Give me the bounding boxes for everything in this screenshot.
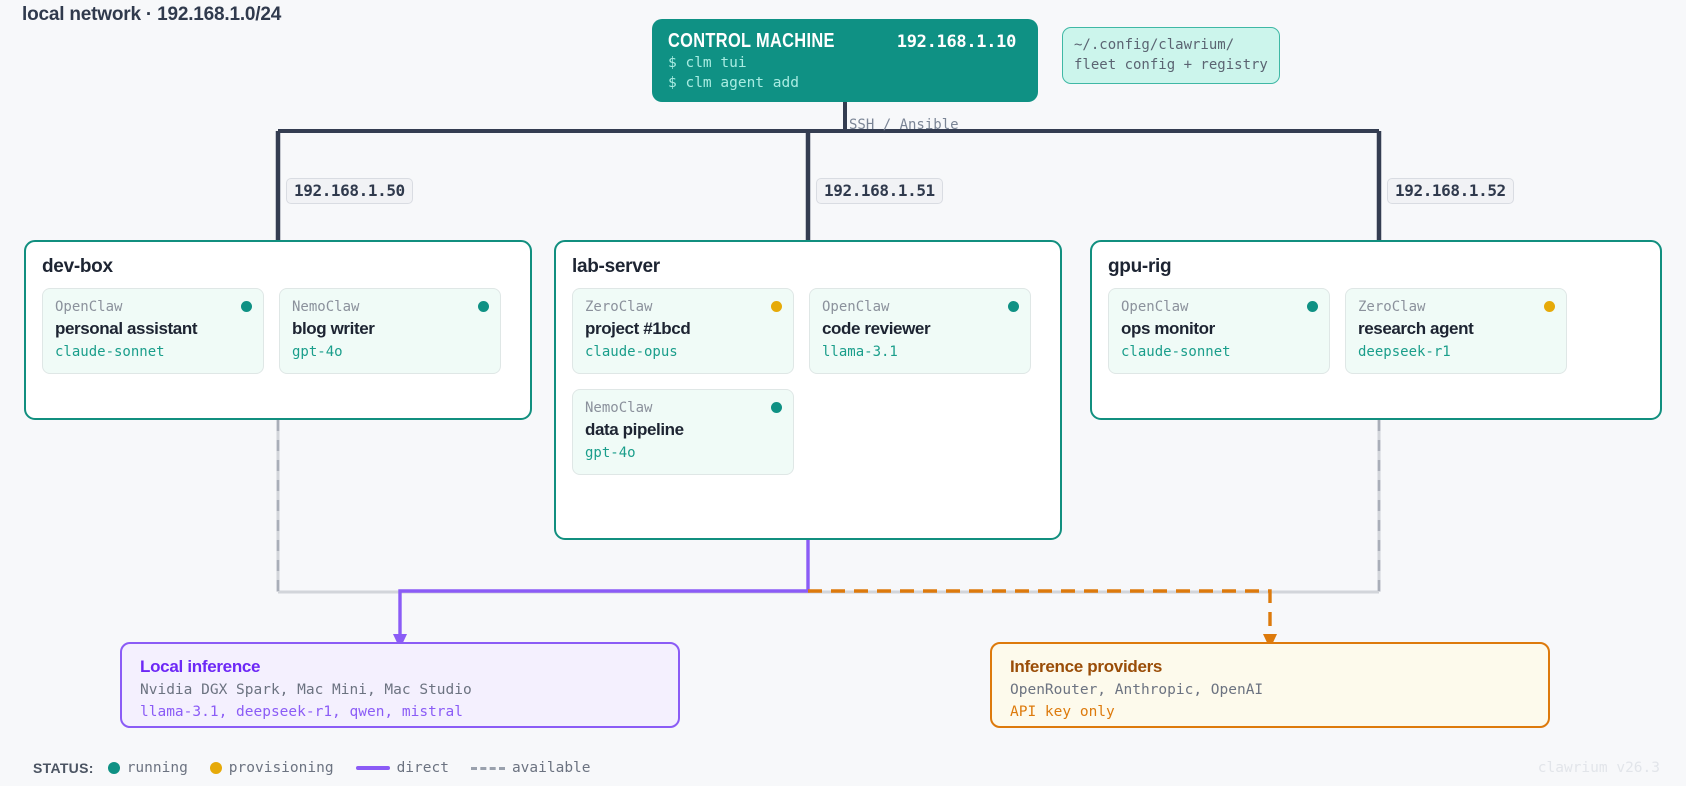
page-title: local network · 192.168.1.0/24 [22, 4, 282, 25]
callout-models: llama-3.1, deepseek-r1, qwen, mistral [140, 704, 464, 720]
host-name-lab-server: lab-server [572, 256, 660, 277]
agent-runtime: NemoClaw [292, 299, 360, 315]
agent-runtime: OpenClaw [822, 299, 890, 315]
legend-item-provisioning: provisioning [209, 760, 334, 776]
agent-card[interactable]: OpenClaw personal assistant claude-sonne… [42, 288, 264, 374]
agent-runtime: OpenClaw [55, 299, 123, 315]
callout-inference-providers[interactable]: Inference providers OpenRouter, Anthropi… [990, 642, 1550, 728]
status-dot-running-icon [107, 762, 120, 774]
legend-text-available: available [511, 760, 591, 776]
agent-title: blog writer [292, 319, 375, 338]
control-machine-command-1: $ clm tui [668, 55, 747, 71]
legend-item-direct: direct [355, 760, 449, 776]
callout-local-inference[interactable]: Local inference Nvidia DGX Spark, Mac Mi… [120, 642, 680, 728]
status-legend: STATUS: running provisioning direct avai… [33, 760, 603, 776]
control-machine-ip: 192.168.1.10 [896, 32, 1017, 52]
agent-runtime: NemoClaw [585, 400, 653, 416]
agent-title: data pipeline [585, 420, 684, 439]
host-lab-server[interactable]: lab-server ZeroClaw project #1bcd claude… [554, 240, 1062, 540]
legend-text-provisioning: provisioning [228, 760, 334, 776]
agent-model: claude-sonnet [55, 344, 165, 360]
host-dev-box[interactable]: dev-box OpenClaw personal assistant clau… [24, 240, 532, 420]
control-machine-box: CONTROL MACHINE 192.168.1.10 $ clm tui $… [652, 19, 1038, 102]
agent-runtime: ZeroClaw [1358, 299, 1426, 315]
agent-card[interactable]: NemoClaw blog writer gpt-4o [279, 288, 501, 374]
agent-model: claude-sonnet [1121, 344, 1231, 360]
callout-devices: Nvidia DGX Spark, Mac Mini, Mac Studio [140, 682, 472, 698]
ip-chip-dev-box: 192.168.1.50 [286, 178, 413, 204]
legend-text-running: running [126, 760, 188, 776]
callout-models: API key only [1010, 704, 1115, 720]
agent-model: claude-opus [585, 344, 678, 360]
status-dot-running-icon [241, 301, 252, 312]
ip-chip-gpu-rig: 192.168.1.52 [1387, 178, 1514, 204]
agent-title: ops monitor [1121, 319, 1215, 338]
control-machine-header: CONTROL MACHINE 192.168.1.10 [668, 30, 1022, 53]
agent-title: code reviewer [822, 319, 931, 338]
agent-runtime: ZeroClaw [585, 299, 653, 315]
agent-model: gpt-4o [585, 445, 636, 461]
agent-title: project #1bcd [585, 319, 691, 338]
status-dot-provisioning-icon [771, 301, 782, 312]
agent-list-gpu-rig: OpenClaw ops monitor claude-sonnet ZeroC… [1108, 288, 1646, 374]
dashed-line-icon [470, 766, 505, 770]
callout-title: Inference providers [1010, 657, 1163, 676]
agent-title: research agent [1358, 319, 1474, 338]
status-dot-running-icon [1307, 301, 1318, 312]
agent-card[interactable]: ZeroClaw project #1bcd claude-opus [572, 288, 794, 374]
legend-item-running: running [107, 760, 188, 776]
agent-card[interactable]: NemoClaw data pipeline gpt-4o [572, 389, 794, 475]
agent-model: deepseek-r1 [1358, 344, 1451, 360]
status-dot-running-icon [771, 402, 782, 413]
callout-title: Local inference [140, 657, 261, 676]
agent-card[interactable]: ZeroClaw research agent deepseek-r1 [1345, 288, 1567, 374]
agent-list-dev-box: OpenClaw personal assistant claude-sonne… [42, 288, 516, 374]
legend-item-available: available [470, 760, 591, 776]
host-gpu-rig[interactable]: gpu-rig OpenClaw ops monitor claude-sonn… [1090, 240, 1662, 420]
callout-devices: OpenRouter, Anthropic, OpenAI [1010, 682, 1264, 698]
status-dot-provisioning-icon [209, 762, 222, 774]
version-label: clawrium v26.3 [1537, 760, 1660, 776]
config-path-line-2: fleet config + registry [1074, 57, 1268, 73]
host-name-dev-box: dev-box [42, 256, 113, 277]
agent-model: gpt-4o [292, 344, 343, 360]
agent-list-lab-server: ZeroClaw project #1bcd claude-opus OpenC… [572, 288, 1046, 475]
ip-chip-lab-server: 192.168.1.51 [816, 178, 943, 204]
bus-protocol-label: SSH / Ansible [849, 117, 959, 133]
status-dot-running-icon [1008, 301, 1019, 312]
legend-label: STATUS: [33, 760, 94, 776]
agent-title: personal assistant [55, 319, 198, 338]
solid-line-icon [355, 766, 390, 770]
host-name-gpu-rig: gpu-rig [1108, 256, 1172, 277]
agent-card[interactable]: OpenClaw ops monitor claude-sonnet [1108, 288, 1330, 374]
legend-text-direct: direct [396, 760, 449, 776]
config-path-note: ~/.config/clawrium/ fleet config + regis… [1062, 27, 1280, 84]
control-machine-command-2: $ clm agent add [668, 75, 799, 91]
agent-card[interactable]: OpenClaw code reviewer llama-3.1 [809, 288, 1031, 374]
status-dot-provisioning-icon [1544, 301, 1555, 312]
agent-runtime: OpenClaw [1121, 299, 1189, 315]
config-path-line-1: ~/.config/clawrium/ [1074, 37, 1235, 53]
status-dot-running-icon [478, 301, 489, 312]
agent-model: llama-3.1 [822, 344, 898, 360]
control-machine-title: CONTROL MACHINE [668, 30, 835, 52]
